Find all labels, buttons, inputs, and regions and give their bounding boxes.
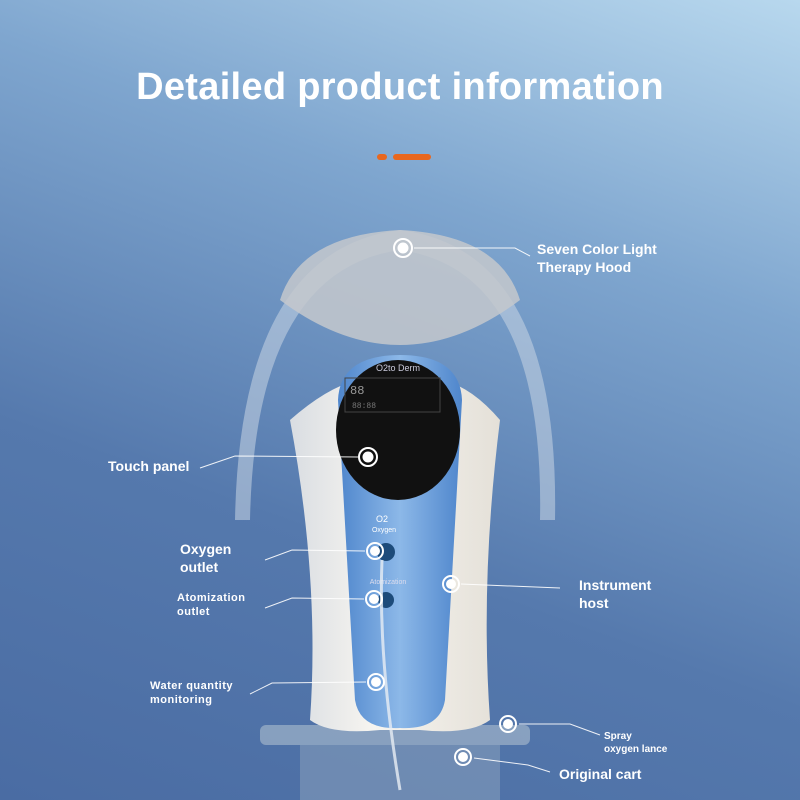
callout-original-cart: Original cart — [559, 766, 642, 782]
callout-hood: Seven Color Light Therapy Hood — [537, 241, 657, 276]
callout-spray-line2: oxygen lance — [604, 743, 668, 755]
callout-oxygen-line1: Oxygen — [180, 541, 232, 557]
oxygen-text: Oxygen — [372, 527, 396, 534]
light-therapy-hood — [235, 230, 556, 520]
touch-panel-screen — [336, 360, 460, 500]
callout-instrument-host: Instrument host — [579, 577, 651, 612]
callout-touch-panel: Touch panel — [108, 458, 190, 474]
callout-oxygen-line2: outlet — [180, 558, 219, 575]
callout-hood-line2: Therapy Hood — [537, 258, 632, 275]
leader-lines — [199, 247, 601, 773]
accent-dash-short — [377, 154, 387, 160]
page-title: Detailed product information — [136, 66, 664, 108]
callout-atomization-line2: outlet — [177, 605, 210, 618]
atomization-text: Atomization — [370, 579, 407, 586]
callout-host-line1: Instrument — [579, 577, 652, 593]
callout-water-line1: Water quantity — [150, 680, 233, 692]
display-left: 88 — [350, 384, 364, 398]
callout-spray-line1: Spray — [604, 731, 632, 742]
callout-atomization-line1: Atomization — [177, 592, 246, 604]
callout-water-monitoring: Water quantity monitoring — [150, 680, 233, 708]
callout-dots — [358, 238, 517, 766]
display-bottom: 88:88 — [352, 402, 376, 411]
brand-text: O2to Derm — [376, 363, 420, 373]
callout-water-line2: monitoring — [150, 693, 213, 706]
callout-hood-line1: Seven Color Light — [537, 241, 657, 257]
callout-host-line2: host — [579, 594, 609, 611]
accent-dash-long — [393, 154, 431, 160]
callout-spray-lance: Spray oxygen lance — [604, 731, 667, 756]
callout-atomization-outlet: Atomization outlet — [177, 592, 245, 620]
o2-text: O2 — [376, 514, 388, 524]
callout-oxygen-outlet: Oxygen outlet — [180, 541, 231, 576]
